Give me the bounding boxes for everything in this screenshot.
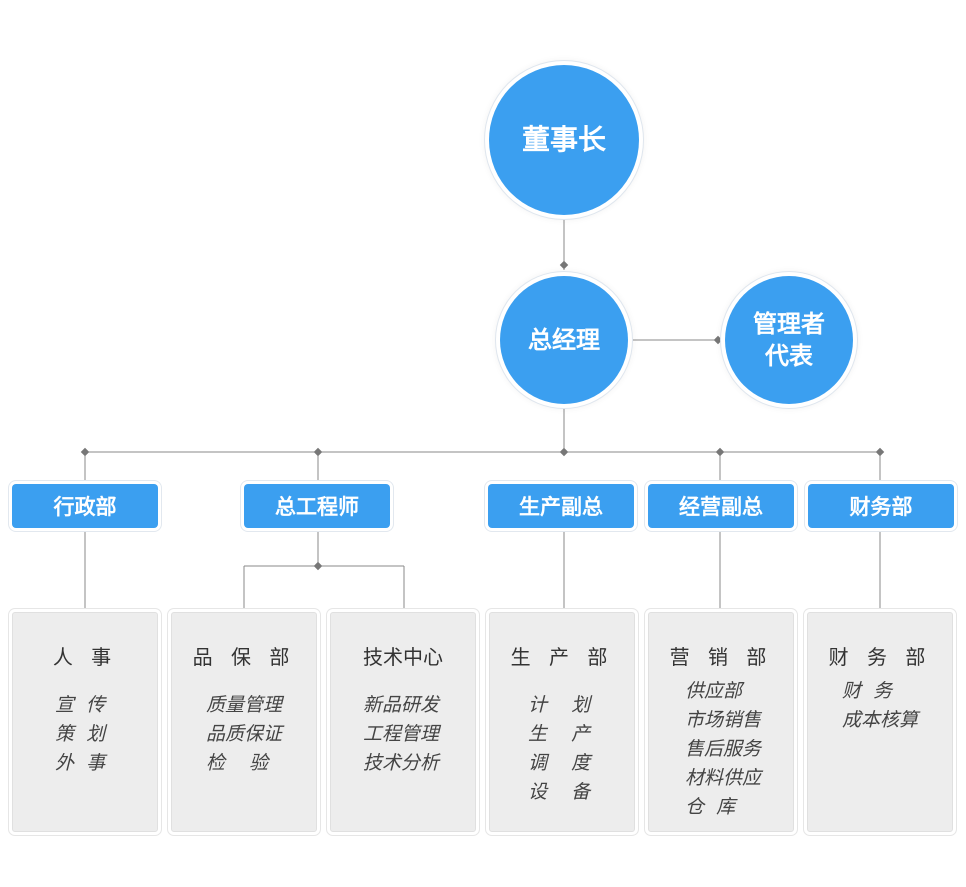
dept-finance: 财务部: [808, 484, 954, 528]
card-sales-title: 营 销 部: [669, 645, 773, 669]
junction-dot: [313, 561, 323, 571]
card-tech-center-title: 技术中心: [363, 645, 443, 669]
general-manager-label: 总经理: [528, 325, 600, 354]
management-rep-label-line1: 管理者: [753, 309, 825, 338]
junction-dot: [713, 335, 723, 345]
card-quality: 品 保 部 质量管理 品质保证 检 验: [171, 612, 317, 832]
list-item: 售后服务: [685, 738, 762, 760]
list-item: 策 划: [55, 723, 106, 745]
dept-production-vp: 生产副总: [488, 484, 634, 528]
list-item: 新品研发: [363, 694, 440, 716]
list-item: 设 备: [528, 781, 591, 803]
junction-dot: [559, 260, 569, 270]
list-item: 宣 传: [55, 694, 106, 716]
list-item: 质量管理: [206, 694, 283, 716]
card-finance: 财 务 部 财 务 成本核算: [807, 612, 953, 832]
card-quality-title: 品 保 部: [192, 645, 296, 669]
dept-chief-engineer: 总工程师: [244, 484, 390, 528]
dept-business-vp: 经营副总: [648, 484, 794, 528]
card-finance-title: 财 务 部: [828, 645, 932, 669]
junction-dot: [313, 447, 323, 457]
list-item: 技术分析: [363, 752, 440, 774]
chairman-label: 董事长: [521, 123, 606, 157]
card-tech-center: 技术中心 新品研发 工程管理 技术分析: [330, 612, 476, 832]
management-rep-label-line2: 代表: [765, 342, 813, 370]
list-item: 仓 库: [685, 796, 736, 818]
junction-dot: [80, 447, 90, 457]
list-item: 品质保证: [206, 723, 283, 745]
dept-finance-label: 财务部: [849, 495, 913, 519]
dept-business-vp-label: 经营副总: [679, 495, 763, 519]
list-item: 生 产: [528, 723, 591, 745]
junction-dot: [715, 447, 725, 457]
management-rep-node: 管理者 代表: [725, 276, 853, 404]
card-sales: 营 销 部 供应部 市场销售 售后服务 材料供应 仓 库: [648, 612, 794, 832]
junction-dot: [875, 447, 885, 457]
chairman-node: 董事长: [489, 65, 639, 215]
list-item: 计 划: [528, 694, 591, 716]
dept-production-vp-label: 生产副总: [519, 495, 603, 519]
list-item: 外 事: [55, 752, 106, 774]
list-item: 材料供应: [685, 767, 762, 789]
junction-dot: [559, 447, 569, 457]
card-personnel-title: 人 事: [52, 645, 118, 669]
list-item: 成本核算: [842, 709, 919, 731]
card-personnel: 人 事 宣 传 策 划 外 事: [12, 612, 158, 832]
general-manager-node: 总经理: [500, 276, 628, 404]
list-item: 市场销售: [685, 709, 762, 731]
card-production: 生 产 部 计 划 生 产 调 度 设 备: [489, 612, 635, 832]
dept-admin: 行政部: [12, 484, 158, 528]
list-item: 调 度: [528, 752, 591, 774]
dept-chief-engineer-label: 总工程师: [275, 495, 359, 519]
list-item: 检 验: [206, 752, 269, 774]
card-production-title: 生 产 部: [510, 645, 614, 669]
list-item: 供应部: [685, 680, 743, 702]
list-item: 工程管理: [363, 723, 440, 745]
list-item: 财 务: [842, 680, 893, 702]
dept-admin-label: 行政部: [53, 495, 117, 519]
